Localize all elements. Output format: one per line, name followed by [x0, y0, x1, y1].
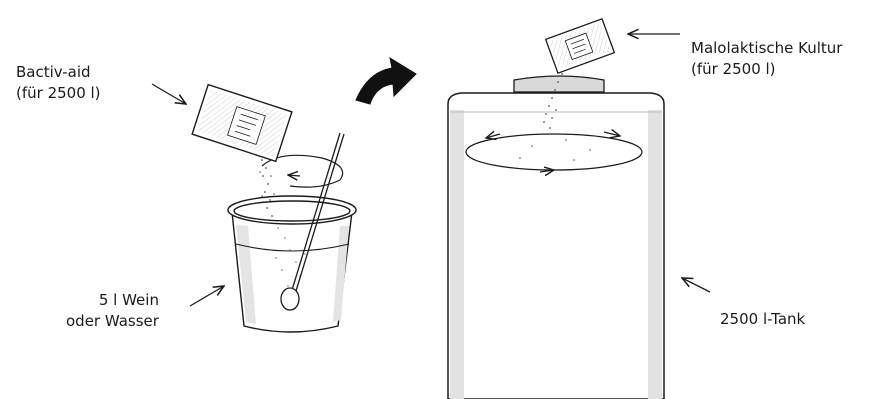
bactiv-label-line2: (für 2500 l) [16, 83, 101, 104]
wine-water-label: 5 l Wein oder Wasser [66, 290, 159, 332]
culture-label-line1: Malolaktische Kultur [691, 38, 842, 59]
pointer-arrow-bactiv [152, 84, 186, 104]
culture-label-line2: (für 2500 l) [691, 59, 842, 80]
culture-packet [546, 19, 615, 73]
tank [448, 76, 664, 399]
wine-label-line1: 5 l Wein [66, 290, 159, 311]
bactiv-label: Bactiv-aid (für 2500 l) [16, 62, 101, 104]
bucket [228, 196, 356, 332]
pointer-arrow-tank [682, 278, 710, 292]
tank-label-text: 2500 l-Tank [720, 309, 805, 330]
wine-label-line2: oder Wasser [66, 311, 159, 332]
bactiv-label-line1: Bactiv-aid [16, 62, 101, 83]
tank-label: 2500 l-Tank [720, 309, 805, 330]
curved-transfer-arrow [356, 58, 416, 104]
pointer-arrow-wine [190, 286, 224, 306]
culture-label: Malolaktische Kultur (für 2500 l) [691, 38, 842, 80]
bactiv-packet [192, 85, 292, 162]
